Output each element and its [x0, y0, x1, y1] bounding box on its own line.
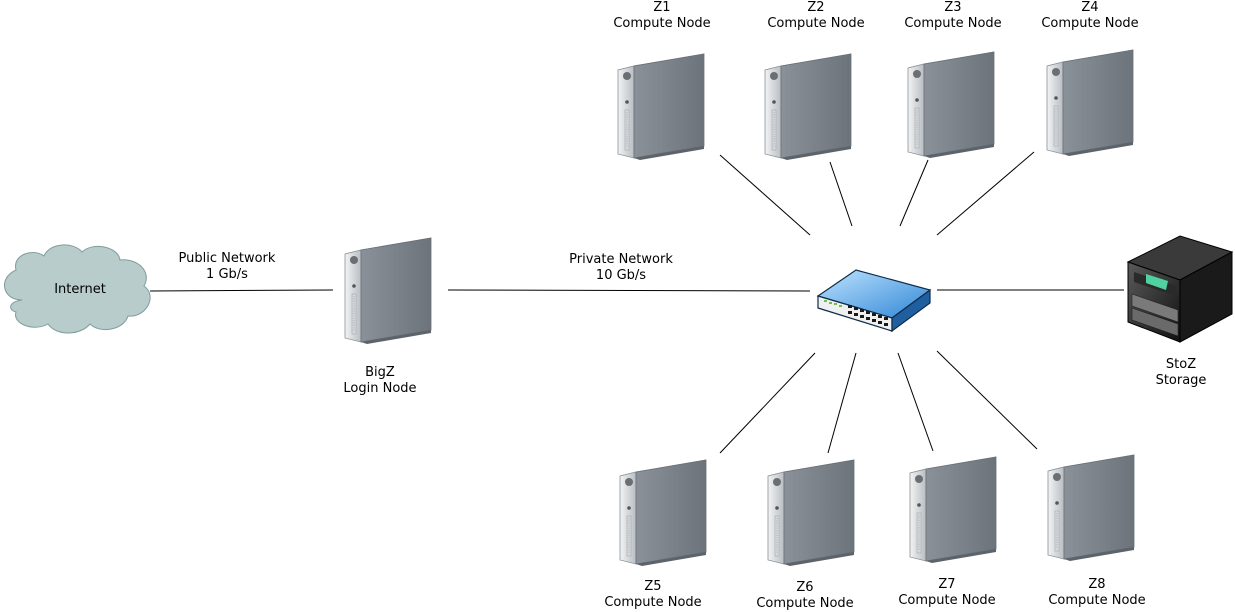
z5-label: Z5 Compute Node — [599, 579, 707, 611]
login-node-label: BigZ Login Node — [328, 365, 432, 397]
z3-name: Z3 — [944, 0, 962, 15]
z1-label: Z1 Compute Node — [608, 0, 716, 32]
z8-role: Compute Node — [1048, 593, 1146, 608]
z8-server-icon — [1047, 454, 1135, 562]
z1-role: Compute Node — [613, 16, 711, 31]
z1-server-icon — [617, 53, 705, 161]
z2-link — [829, 161, 853, 227]
z1-name: Z1 — [653, 0, 671, 15]
bigz-server-icon — [344, 237, 432, 345]
internet-label: Internet — [54, 282, 106, 297]
storage-role: Storage — [1155, 373, 1207, 388]
z3-label: Z3 Compute Node — [899, 0, 1007, 32]
z2-server-icon — [764, 53, 852, 161]
network-switch-icon — [816, 269, 932, 333]
z7-name: Z7 — [938, 577, 956, 592]
login-node-name: BigZ — [365, 365, 395, 380]
storage-label: StoZ Storage — [1136, 357, 1226, 389]
z6-role: Compute Node — [756, 596, 854, 611]
z2-name: Z2 — [807, 0, 825, 15]
z8-link — [936, 350, 1038, 450]
public-network-label: Public Network 1 Gb/s — [167, 251, 287, 283]
z5-name: Z5 — [644, 579, 662, 594]
storage-icon — [1126, 235, 1234, 343]
links — [149, 151, 1124, 454]
private-network-link — [447, 289, 811, 292]
private-network-name: Private Network — [569, 252, 673, 267]
z3-role: Compute Node — [904, 16, 1002, 31]
z4-name: Z4 — [1081, 0, 1099, 15]
storage-name: StoZ — [1165, 357, 1197, 372]
z3-server-icon — [907, 51, 995, 159]
z8-name: Z8 — [1088, 577, 1106, 592]
z7-role: Compute Node — [898, 593, 996, 608]
z4-link — [936, 151, 1035, 236]
z7-server-icon — [909, 456, 997, 564]
private-network-speed: 10 Gb/s — [595, 268, 647, 283]
z2-label: Z2 Compute Node — [762, 0, 870, 32]
z4-role: Compute Node — [1041, 16, 1139, 31]
internet-cloud-icon — [4, 244, 151, 334]
z7-label: Z7 Compute Node — [893, 577, 1001, 609]
z5-link — [719, 352, 816, 454]
z6-name: Z6 — [796, 580, 814, 595]
public-network-speed: 1 Gb/s — [206, 267, 248, 282]
z5-role: Compute Node — [604, 595, 702, 610]
public-network-name: Public Network — [178, 251, 276, 266]
z4-server-icon — [1046, 49, 1134, 157]
z6-server-icon — [767, 459, 855, 567]
z3-link — [899, 159, 929, 227]
z1-link — [719, 154, 811, 236]
z8-label: Z8 Compute Node — [1043, 577, 1151, 609]
private-network-label: Private Network 10 Gb/s — [556, 252, 686, 284]
z5-server-icon — [619, 459, 707, 567]
z4-label: Z4 Compute Node — [1036, 0, 1144, 32]
public-network-link — [149, 289, 334, 292]
z6-link — [827, 352, 857, 454]
login-node-role: Login Node — [343, 381, 417, 396]
z2-role: Compute Node — [767, 16, 865, 31]
z6-label: Z6 Compute Node — [751, 580, 859, 612]
z7-link — [897, 352, 934, 452]
